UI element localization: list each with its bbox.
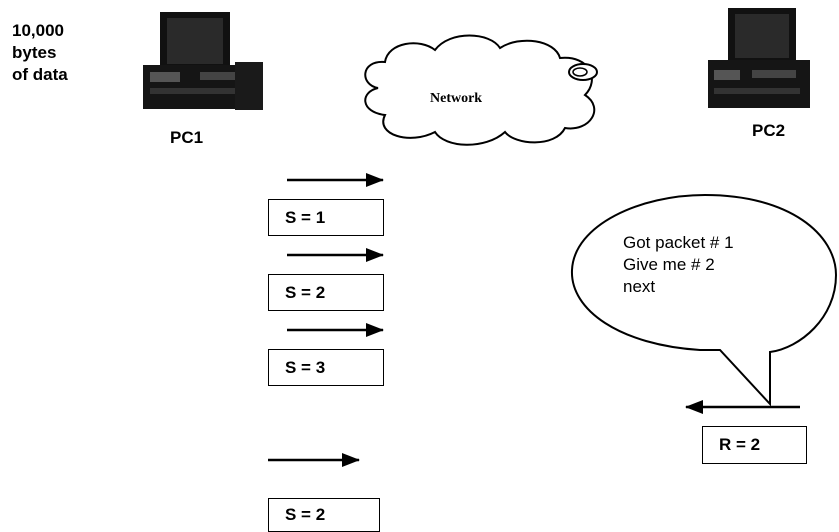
data-note-line3: of data — [12, 65, 68, 84]
data-size-note: 10,000 bytes of data — [12, 20, 68, 86]
ack-label: R = 2 — [719, 435, 761, 454]
bubble-line2: Give me # 2 — [623, 255, 715, 274]
data-note-line2: bytes — [12, 43, 57, 62]
packet-box-1: S = 1 — [268, 199, 384, 236]
bubble-line3: next — [623, 277, 656, 296]
pc1-computer-icon — [143, 12, 263, 110]
packet-label-3: S = 3 — [285, 357, 326, 377]
packet-box-3: S = 3 — [268, 349, 384, 386]
network-label: Network — [430, 91, 483, 106]
bubble-line1: Got packet # 1 — [623, 233, 734, 252]
network-cloud-icon — [364, 34, 598, 146]
ack-box: R = 2 — [702, 426, 807, 464]
packet-box-2: S = 2 — [268, 274, 384, 311]
speech-bubble-text: Got packet # 1 Give me # 2 next — [623, 232, 734, 298]
pc2-computer-icon — [708, 8, 810, 108]
packet-label-1: S = 1 — [285, 207, 326, 227]
data-note-line1: 10,000 — [12, 21, 64, 40]
packet-label-2: S = 2 — [285, 282, 326, 302]
speech-bubble — [570, 193, 838, 407]
packet-box-4: S = 2 — [268, 498, 380, 532]
pc1-label: PC1 — [170, 128, 204, 147]
pc2-label: PC2 — [752, 121, 786, 140]
packet-label-4: S = 2 — [285, 505, 326, 524]
